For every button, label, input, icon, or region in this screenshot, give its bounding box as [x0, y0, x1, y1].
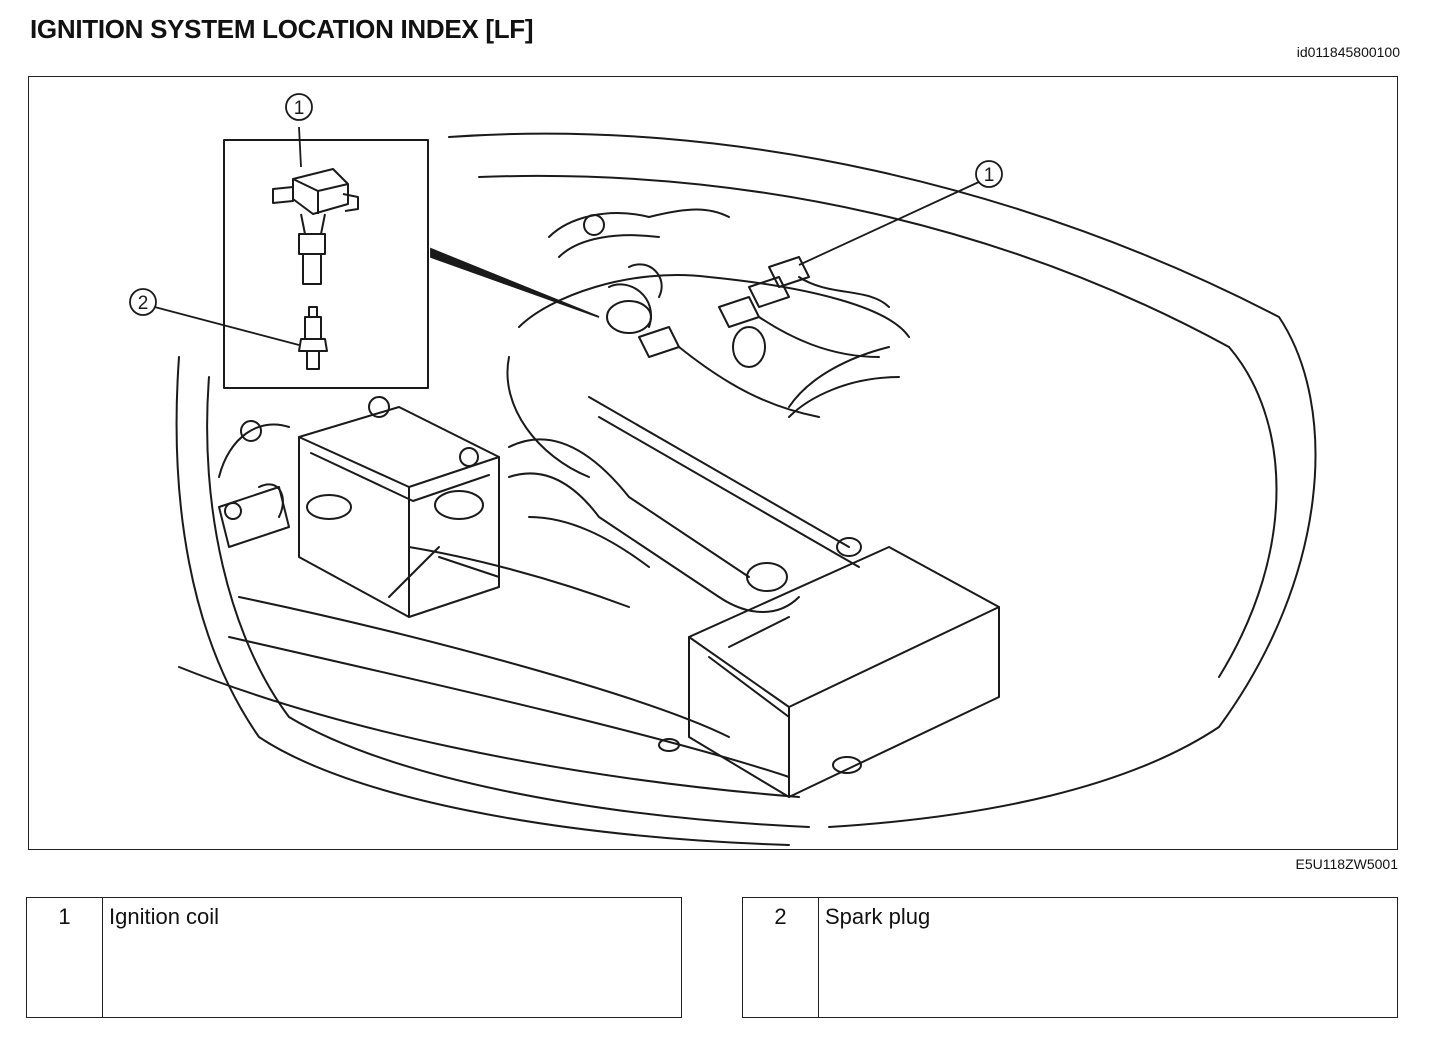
legend-item-ignition-coil: 1 Ignition coil — [26, 897, 682, 1018]
callout-1-inset: 1 — [285, 93, 313, 121]
inset-pointer — [430, 247, 600, 318]
legend-item-spark-plug: 2 Spark plug — [742, 897, 1398, 1018]
legend-label: Spark plug — [825, 904, 931, 929]
document-id: id011845800100 — [1296, 44, 1400, 60]
engine-bay-illustration — [175, 132, 1317, 846]
callout-layer: 1 2 1 — [129, 93, 1003, 346]
ignition-coil-harness — [638, 256, 900, 418]
engine-cover — [506, 208, 910, 478]
legend-number: 1 — [27, 898, 103, 1017]
callout-2: 2 — [129, 288, 157, 316]
figure-code: E5U118ZW5001 — [1295, 856, 1398, 872]
ignition-coil-drawing — [272, 168, 359, 285]
engine-bay-figure: 1 2 1 — [28, 76, 1398, 850]
body-outline — [175, 356, 790, 846]
legend-label: Ignition coil — [109, 904, 220, 929]
page-title: IGNITION SYSTEM LOCATION INDEX [LF] — [30, 14, 534, 44]
callout-1-label: 1 — [294, 98, 305, 119]
spark-plug-drawing — [298, 306, 328, 370]
battery — [298, 396, 500, 618]
component-inset — [223, 139, 429, 389]
air-cleaner — [688, 546, 1000, 798]
callout-1-engine-label: 1 — [984, 165, 995, 186]
callout-1-engine: 1 — [975, 160, 1003, 188]
legend-number: 2 — [743, 898, 819, 1017]
callout-2-label: 2 — [138, 293, 149, 314]
